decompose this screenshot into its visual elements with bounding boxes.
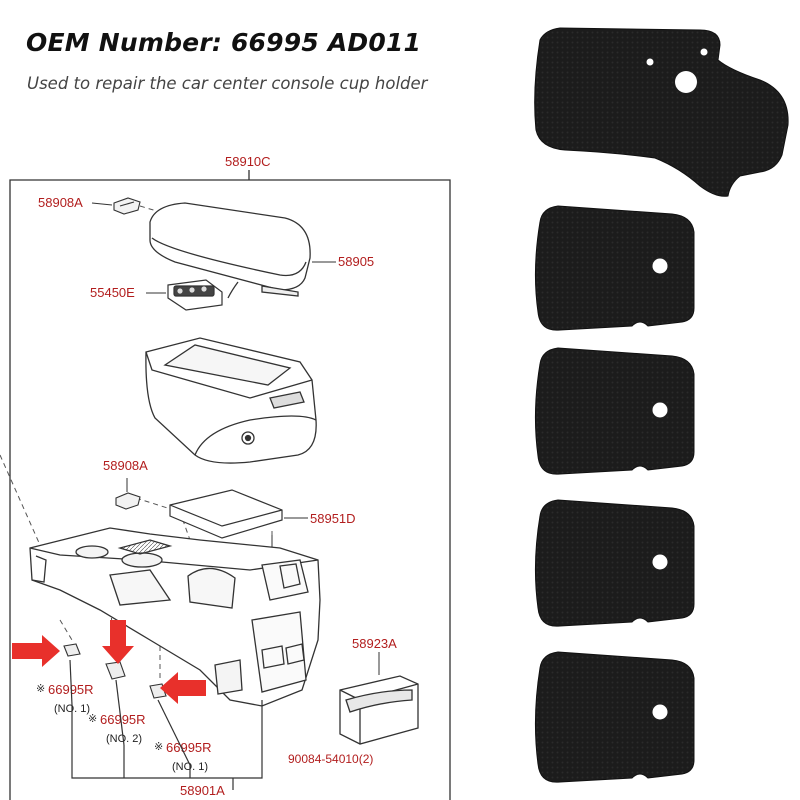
- label-58951D: 58951D: [310, 511, 356, 526]
- mark-right: ※: [154, 741, 163, 753]
- console-body: [29, 527, 321, 707]
- label-58905: 58905: [338, 254, 374, 269]
- console-box: [145, 337, 317, 464]
- red-arrow-right: [160, 672, 206, 704]
- red-arrow-left: [12, 635, 60, 667]
- switch-unit: [167, 279, 223, 311]
- page-subtitle: Used to repair the car center console cu…: [27, 74, 428, 93]
- product-photos: [534, 27, 789, 783]
- label-66995R-mid: 66995R: [100, 712, 146, 727]
- large-contoured-pad: [534, 27, 789, 197]
- page-title: OEM Number: 66995 AD011: [26, 28, 422, 57]
- clip-top: [113, 197, 141, 215]
- label-no2-mid: (NO. 2): [106, 733, 142, 745]
- mark-left: ※: [36, 683, 45, 695]
- label-58901A: 58901A: [180, 783, 225, 798]
- parts-diagram: 58910C 58908A 58905 55450E: [0, 154, 451, 800]
- pad-hole-small-2: [700, 48, 708, 56]
- label-66995R-right: 66995R: [166, 740, 212, 755]
- label-58908A-top: 58908A: [38, 195, 83, 210]
- mark-mid: ※: [88, 713, 97, 725]
- label-58923A: 58923A: [352, 636, 397, 651]
- pad-left: [63, 643, 81, 657]
- red-arrow-down: [102, 620, 134, 664]
- pad-hole-large: [675, 71, 697, 93]
- square-pad-4: [534, 651, 695, 783]
- square-pad-1: [534, 205, 695, 331]
- label-90084: 90084-54010(2): [288, 752, 373, 766]
- pad-middle: [105, 661, 126, 680]
- clip-mid: [115, 492, 141, 510]
- square-pad-2: [534, 347, 695, 475]
- bracket-lines: [69, 659, 263, 790]
- ashtray: [339, 675, 419, 745]
- armrest-lid: [149, 202, 311, 299]
- assembly-frame: [9, 170, 451, 800]
- label-55450E: 55450E: [90, 285, 135, 300]
- label-58908A-mid: 58908A: [103, 458, 148, 473]
- square-pad-3: [534, 499, 695, 627]
- label-58910C: 58910C: [225, 154, 271, 169]
- cover-plate: [169, 489, 283, 539]
- pad-hole-small-1: [646, 58, 654, 66]
